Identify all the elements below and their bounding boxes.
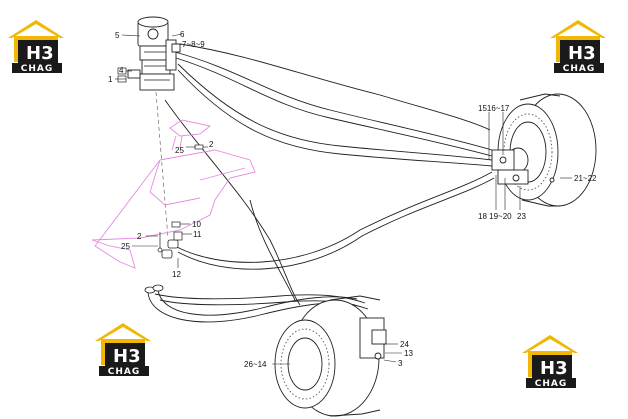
leader-lines xyxy=(115,33,572,365)
callout-labels: 5 6 7~8~9 4 1 2 25 10 11 2 25 12 1516~17… xyxy=(108,30,597,369)
label-2-lower: 2 xyxy=(137,232,142,241)
label-23: 23 xyxy=(517,212,526,221)
travel-motor-bottom xyxy=(274,295,387,417)
logo-word: CHAG xyxy=(535,379,568,389)
logo-mark: H3 xyxy=(540,358,568,379)
logo-mark: H3 xyxy=(113,346,141,367)
label-18-19-20: 18 19~20 xyxy=(478,212,512,221)
label-11: 11 xyxy=(193,230,202,239)
logo-word: CHAG xyxy=(21,64,54,74)
label-6: 6 xyxy=(180,30,185,39)
logo-top-left: H3 CHAG xyxy=(8,20,64,74)
logo-bottom-right: H3 CHAG xyxy=(522,335,578,389)
label-25-lower: 25 xyxy=(121,242,130,251)
center-lines xyxy=(155,91,169,239)
label-24: 24 xyxy=(400,340,409,349)
label-25-upper: 25 xyxy=(175,146,184,155)
label-3: 3 xyxy=(398,359,403,368)
label-12: 12 xyxy=(172,270,181,279)
label-26-14: 26~14 xyxy=(244,360,267,369)
label-5: 5 xyxy=(115,31,120,40)
label-2-upper: 2 xyxy=(209,140,214,149)
label-10: 10 xyxy=(192,220,201,229)
label-4: 4 xyxy=(119,66,124,75)
logo-bottom-left: H3 CHAG xyxy=(95,323,151,377)
label-13: 13 xyxy=(404,349,413,358)
label-21-22: 21~22 xyxy=(574,174,597,183)
travel-motor-right xyxy=(491,93,597,207)
hose-fittings xyxy=(144,239,179,294)
logo-mark: H3 xyxy=(568,43,596,64)
logo-mark: H3 xyxy=(26,43,54,64)
hoses xyxy=(147,43,495,323)
logo-word: CHAG xyxy=(108,367,141,377)
swivel-joint xyxy=(127,16,181,91)
logo-word: CHAG xyxy=(563,64,596,74)
label-7-8-9: 7~8~9 xyxy=(182,40,205,49)
label-15-16-17: 1516~17 xyxy=(478,104,510,113)
logo-top-right: H3 CHAG xyxy=(550,20,606,74)
label-1: 1 xyxy=(108,75,113,84)
